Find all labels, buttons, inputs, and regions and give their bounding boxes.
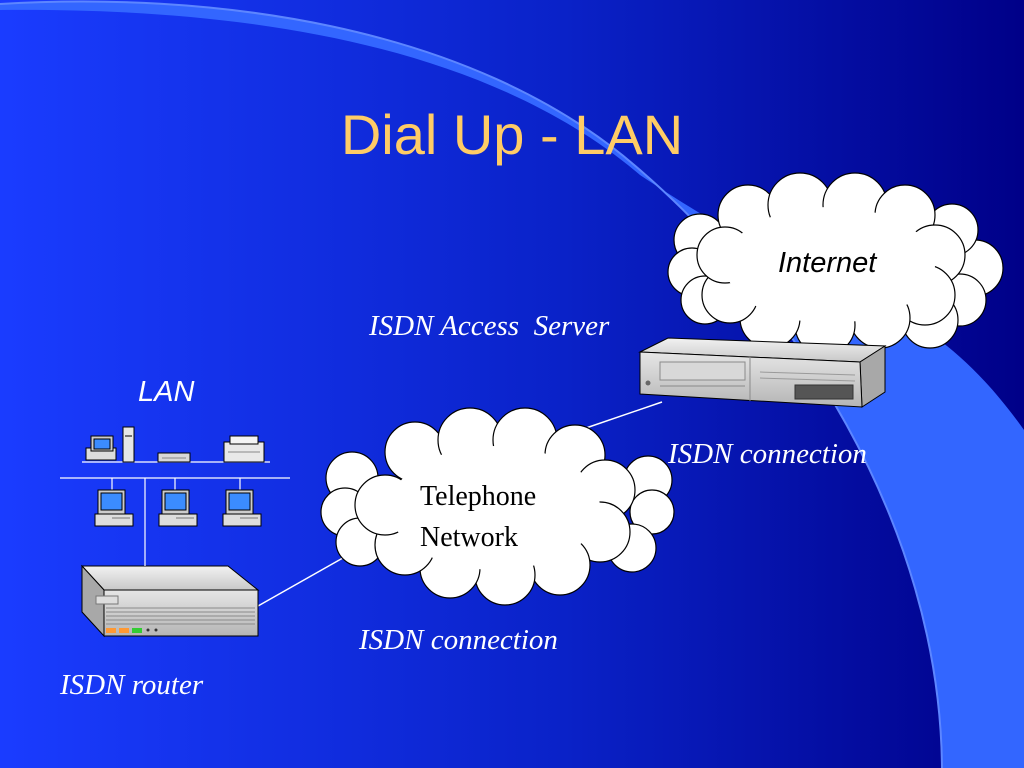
telephone-network-label-line1: Telephone [420, 481, 537, 512]
isdn-router-device [80, 564, 260, 638]
server-isdn-connection-label: ISDN connection [668, 438, 867, 470]
telephone-network-label-line2: Network [420, 522, 518, 553]
lan-workstation-top [85, 426, 135, 463]
isdn-access-server-label: ISDN Access Server [369, 310, 610, 342]
lan-hub [157, 452, 191, 463]
lan-label: LAN [138, 376, 195, 408]
router-isdn-connection-label: ISDN connection [359, 624, 558, 656]
connection-line-server-telephone [585, 401, 663, 429]
lan-workstation-3 [222, 489, 262, 527]
isdn-access-server-device [638, 337, 887, 408]
telephone-network-cloud [320, 407, 675, 606]
internet-cloud-label: Internet [778, 247, 877, 279]
lan-workstation-1 [94, 489, 134, 527]
slide-title: Dial Up - LAN [340, 103, 684, 166]
isdn-router-label: ISDN router [60, 669, 204, 701]
lan-workstation-2 [158, 489, 198, 527]
lan-printer [223, 435, 265, 463]
internet-cloud [667, 172, 1004, 356]
decorative-swoosh-edge [0, 0, 943, 768]
